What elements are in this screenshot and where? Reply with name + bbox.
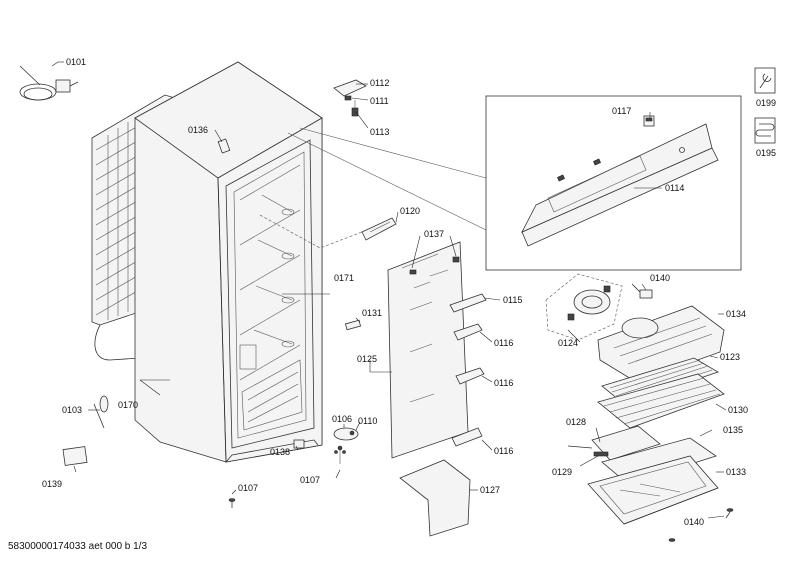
screw-0140 bbox=[668, 508, 734, 542]
part-0131 bbox=[344, 319, 362, 331]
label-0133: 0133 bbox=[726, 467, 746, 477]
label-0136: 0136 bbox=[188, 125, 208, 135]
door-shelf-0116-bottom bbox=[451, 427, 483, 447]
part-0139 bbox=[62, 446, 88, 466]
heating-coil-icon bbox=[755, 123, 775, 137]
label-0127: 0127 bbox=[480, 485, 500, 495]
label-0114: 0114 bbox=[665, 183, 684, 193]
label-0110: 0110 bbox=[358, 416, 377, 426]
label-0138: 0138 bbox=[270, 447, 290, 457]
label-0140-top: 0140 bbox=[650, 273, 670, 283]
part-0136 bbox=[217, 138, 231, 154]
label-0116-mid: 0116 bbox=[494, 378, 513, 388]
sensor-0140 bbox=[631, 283, 653, 299]
label-0116-top: 0116 bbox=[494, 338, 513, 348]
part-labels: 0101 0112 0111 0113 0136 0117 0114 0120 … bbox=[42, 57, 776, 527]
bottom-hinge bbox=[333, 427, 359, 464]
label-0134: 0134 bbox=[726, 309, 746, 319]
label-0120: 0120 bbox=[400, 206, 420, 216]
label-0116-bottom: 0116 bbox=[494, 446, 513, 456]
label-0113: 0113 bbox=[370, 127, 389, 137]
leader-lines bbox=[51, 61, 727, 519]
part-0103 bbox=[93, 395, 109, 429]
service-icon-0195 bbox=[754, 117, 776, 144]
wrench-icon bbox=[759, 73, 772, 89]
service-icon-0199 bbox=[754, 67, 776, 94]
label-0123: 0123 bbox=[720, 352, 740, 362]
label-0195: 0195 bbox=[756, 148, 776, 158]
label-0199: 0199 bbox=[756, 98, 776, 108]
label-0107-mid: 0107 bbox=[300, 475, 320, 485]
fan-assembly-0124 bbox=[545, 273, 623, 341]
label-0107-bottom: 0107 bbox=[238, 483, 258, 493]
cabinet-body bbox=[91, 61, 363, 463]
hinge-assembly bbox=[333, 79, 367, 117]
door-panel-0125 bbox=[387, 241, 469, 459]
label-0131: 0131 bbox=[362, 308, 382, 318]
evaporator-cover-0134 bbox=[597, 305, 725, 383]
label-0112: 0112 bbox=[370, 78, 389, 88]
label-0106: 0106 bbox=[332, 414, 352, 424]
label-0101: 0101 bbox=[66, 57, 86, 67]
detail-callout bbox=[287, 95, 742, 271]
label-0171: 0171 bbox=[334, 273, 354, 283]
label-0117: 0117 bbox=[612, 106, 631, 116]
evaporator-grid-0130 bbox=[597, 373, 725, 429]
heater-0128 bbox=[567, 425, 661, 461]
label-0129: 0129 bbox=[552, 467, 572, 477]
document-reference: 58300000174033 aet 000 b 1/3 bbox=[8, 541, 148, 552]
label-0130: 0130 bbox=[728, 405, 748, 415]
label-0124: 0124 bbox=[558, 338, 578, 348]
label-0128: 0128 bbox=[566, 417, 586, 427]
label-0135: 0135 bbox=[723, 425, 743, 435]
label-0103: 0103 bbox=[62, 405, 82, 415]
label-0137: 0137 bbox=[424, 229, 444, 239]
drawer-0133 bbox=[587, 455, 719, 525]
kick-plate-0127 bbox=[399, 459, 471, 537]
door-shelf-0116-top bbox=[453, 323, 483, 341]
bracket-0120 bbox=[361, 217, 397, 241]
part-0138 bbox=[293, 439, 305, 449]
door-shelf-0115 bbox=[449, 293, 487, 313]
door-shelf-0116-mid bbox=[455, 367, 485, 385]
label-0170: 0170 bbox=[118, 400, 138, 410]
label-0125: 0125 bbox=[357, 354, 377, 364]
label-0139: 0139 bbox=[42, 479, 62, 489]
power-cable bbox=[19, 65, 79, 101]
label-0111: 0111 bbox=[370, 96, 389, 106]
screw-0107 bbox=[228, 498, 236, 508]
label-0115: 0115 bbox=[503, 295, 522, 305]
label-0140-bottom: 0140 bbox=[684, 517, 704, 527]
